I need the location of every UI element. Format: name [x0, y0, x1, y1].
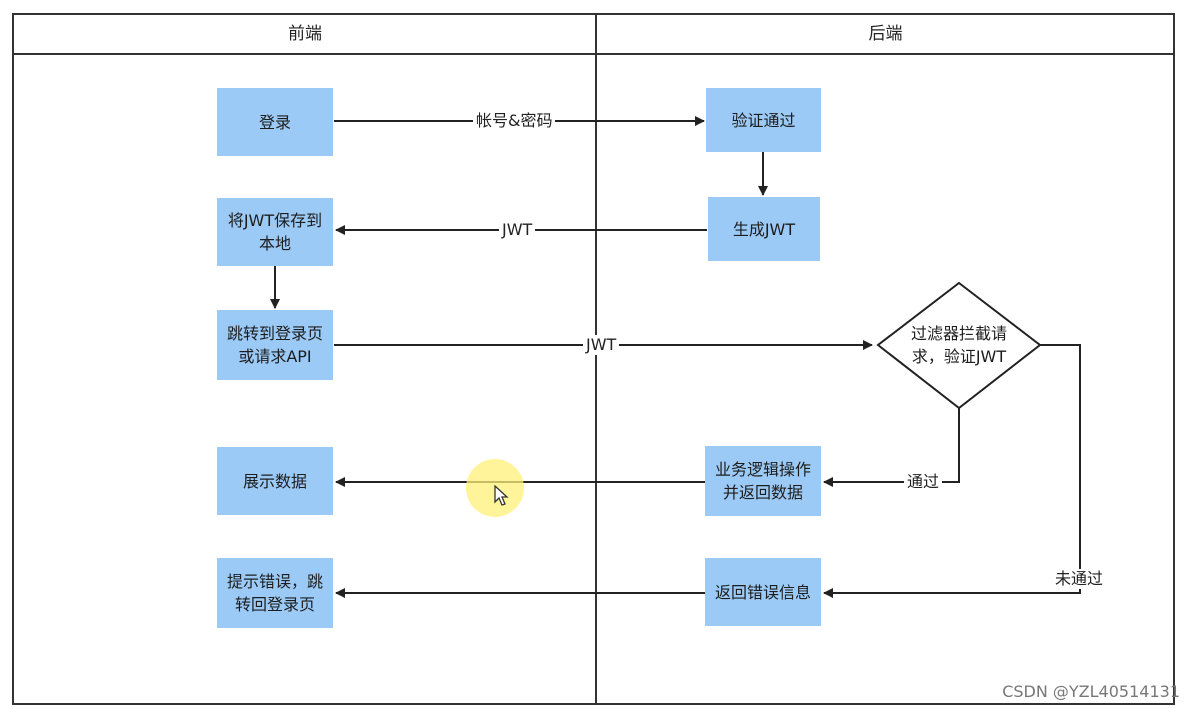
lane-title-backend: 后端	[868, 24, 903, 44]
edge-filter-passed	[823, 408, 960, 487]
edge-label-jwt-to-frontend: JWT	[499, 220, 536, 240]
node-prompt-error: 提示错误，跳转回登录页	[217, 558, 333, 628]
node-login: 登录	[217, 88, 333, 156]
edge-label-not-passed: 未通过	[1052, 569, 1107, 589]
edge-label-account-password: 帐号&密码	[473, 111, 556, 131]
filter-decision-diamond	[876, 281, 1042, 410]
edge-filter-not-passed	[823, 344, 1081, 598]
lane-title-frontend: 前端	[288, 24, 322, 44]
node-show-data: 展示数据	[217, 447, 333, 515]
edge-label-jwt-to-backend: JWT	[583, 335, 620, 355]
node-return-error: 返回错误信息	[705, 558, 821, 626]
lane-frame	[12, 13, 1175, 705]
node-business-logic: 业务逻辑操作并返回数据	[705, 446, 821, 516]
pointer-cursor-icon	[494, 485, 509, 506]
edge-label-passed: 通过	[904, 472, 943, 492]
node-save-jwt: 将JWT保存到本地	[217, 198, 333, 266]
node-verify-pass: 验证通过	[706, 88, 821, 152]
watermark: CSDN @YZL40514131	[1002, 682, 1180, 701]
node-jump-or-request: 跳转到登录页或请求API	[217, 310, 333, 380]
node-filter-verify: 过滤器拦截请求，验证JWT	[910, 324, 1007, 366]
node-generate-jwt: 生成JWT	[708, 197, 820, 261]
